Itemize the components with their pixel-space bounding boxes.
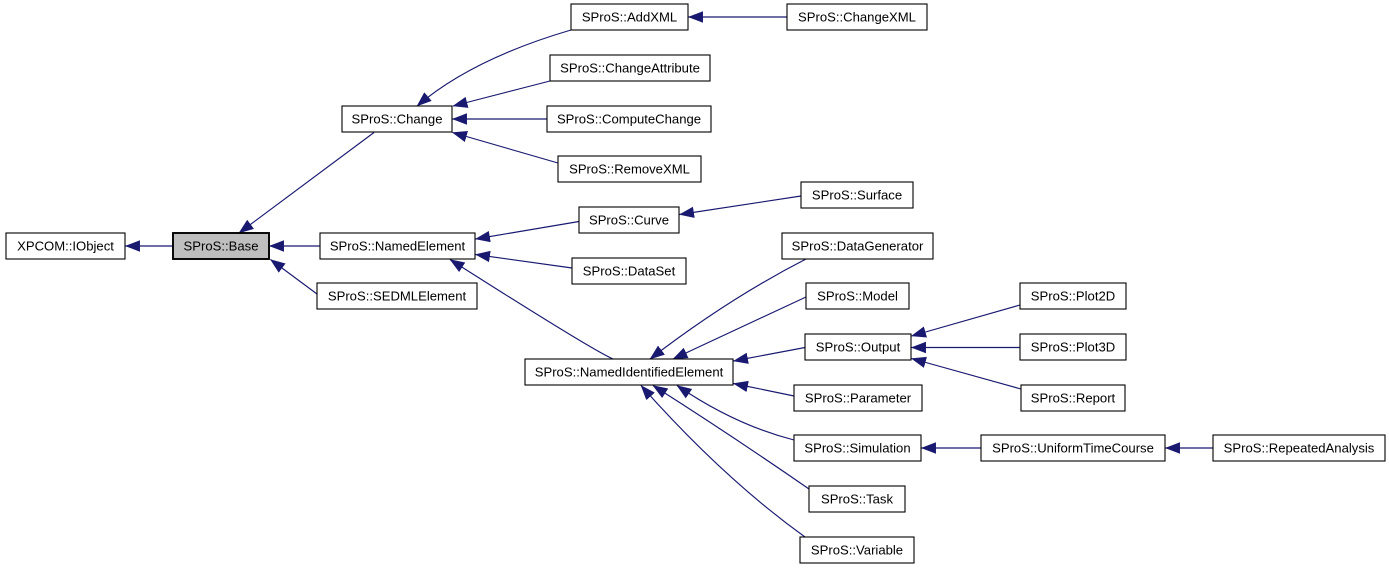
class-node-label-model: SProS::Model <box>817 289 898 304</box>
class-node-computechange[interactable]: SProS::ComputeChange <box>546 105 712 133</box>
class-node-label-change: SProS::Change <box>352 112 443 127</box>
class-node-label-removexml: SProS::RemoveXML <box>569 162 690 177</box>
class-node-label-nie: SProS::NamedIdentifiedElement <box>535 365 724 380</box>
class-node-label-sedmlelement: SProS::SEDMLElement <box>328 289 467 304</box>
class-node-label-report: SProS::Report <box>1031 391 1116 406</box>
class-node-simulation[interactable]: SProS::Simulation <box>793 434 922 462</box>
class-node-surface[interactable]: SProS::Surface <box>800 181 914 209</box>
class-node-label-repeatedanalysis: SProS::RepeatedAnalysis <box>1224 441 1375 456</box>
class-node-label-namedelement: SProS::NamedElement <box>330 239 466 254</box>
inheritance-edge-nie-to-namedelement <box>449 259 614 360</box>
inheritance-edge-addxml-to-change <box>416 29 572 107</box>
class-node-label-simulation: SProS::Simulation <box>804 441 910 456</box>
inheritance-edge-output-to-nie <box>732 346 806 364</box>
class-node-addxml[interactable]: SProS::AddXML <box>570 3 689 31</box>
class-node-dataset[interactable]: SProS::DataSet <box>571 257 687 285</box>
class-node-label-computechange: SProS::ComputeChange <box>557 112 701 127</box>
class-node-variable[interactable]: SProS::Variable <box>799 536 915 564</box>
class-node-change[interactable]: SProS::Change <box>341 105 453 133</box>
class-node-output[interactable]: SProS::Output <box>804 333 912 361</box>
class-node-label-dataset: SProS::DataSet <box>583 264 676 279</box>
class-node-namedelement[interactable]: SProS::NamedElement <box>319 232 476 260</box>
class-node-removexml[interactable]: SProS::RemoveXML <box>557 155 702 183</box>
inheritance-edge-removexml-to-change <box>452 131 559 164</box>
inheritance-edge-plot2d-to-output <box>911 304 1021 338</box>
class-node-plot2d[interactable]: SProS::Plot2D <box>1019 282 1127 310</box>
class-node-changeattribute[interactable]: SProS::ChangeAttribute <box>549 54 711 82</box>
class-node-parameter[interactable]: SProS::Parameter <box>793 384 923 412</box>
class-node-label-iobject: XPCOM::IObject <box>17 239 114 254</box>
class-node-repeatedanalysis[interactable]: SProS::RepeatedAnalysis <box>1212 434 1386 462</box>
inheritance-edge-dataset-to-namedelement <box>474 250 573 269</box>
inheritance-edge-changeattribute-to-change <box>452 80 551 108</box>
class-node-label-base: SProS::Base <box>184 239 259 254</box>
inheritance-edge-report-to-output <box>911 356 1022 390</box>
class-node-label-plot2d: SProS::Plot2D <box>1031 289 1115 304</box>
class-node-label-parameter: SProS::Parameter <box>805 391 912 406</box>
inheritance-edge-task-to-nie <box>652 385 810 490</box>
inheritance-edge-parameter-to-nie <box>732 380 795 397</box>
inheritance-edge-change-to-base <box>238 132 375 234</box>
class-node-plot3d[interactable]: SProS::Plot3D <box>1019 333 1127 361</box>
inheritance-edge-model-to-nie <box>672 296 807 360</box>
class-node-datagenerator[interactable]: SProS::DataGenerator <box>781 232 934 260</box>
class-node-sedmlelement[interactable]: SProS::SEDMLElement <box>316 282 478 310</box>
class-node-label-surface: SProS::Surface <box>812 188 902 203</box>
inheritance-edge-sedmlelement-to-base <box>270 259 318 295</box>
class-node-label-output: SProS::Output <box>816 340 901 355</box>
inheritance-edge-datagenerator-to-nie <box>649 258 807 360</box>
class-node-label-uniformtimecourse: SProS::UniformTimeCourse <box>992 441 1154 456</box>
class-node-label-datagenerator: SProS::DataGenerator <box>792 239 924 254</box>
inheritance-edge-variable-to-nie <box>640 385 806 538</box>
class-node-label-task: SProS::Task <box>821 492 893 507</box>
inheritance-edge-surface-to-curve <box>678 195 802 218</box>
class-node-label-changeattribute: SProS::ChangeAttribute <box>560 61 700 76</box>
class-node-label-plot3d: SProS::Plot3D <box>1031 340 1115 355</box>
inheritance-edge-curve-to-namedelement <box>474 220 580 243</box>
class-node-task[interactable]: SProS::Task <box>808 485 906 513</box>
class-node-iobject[interactable]: XPCOM::IObject <box>5 232 126 260</box>
class-node-label-curve: SProS::Curve <box>589 213 669 228</box>
class-node-label-addxml: SProS::AddXML <box>582 10 677 25</box>
inheritance-edge-simulation-to-nie <box>676 385 795 441</box>
class-node-report[interactable]: SProS::Report <box>1020 384 1126 412</box>
class-node-model[interactable]: SProS::Model <box>805 282 910 310</box>
class-node-curve[interactable]: SProS::Curve <box>578 206 680 234</box>
class-node-changexml[interactable]: SProS::ChangeXML <box>786 3 928 31</box>
class-node-label-variable: SProS::Variable <box>811 543 903 558</box>
class-node-uniformtimecourse[interactable]: SProS::UniformTimeCourse <box>980 434 1166 462</box>
class-node-nie[interactable]: SProS::NamedIdentifiedElement <box>524 358 734 386</box>
class-node-base: SProS::Base <box>172 232 270 260</box>
class-node-label-changexml: SProS::ChangeXML <box>798 10 916 25</box>
